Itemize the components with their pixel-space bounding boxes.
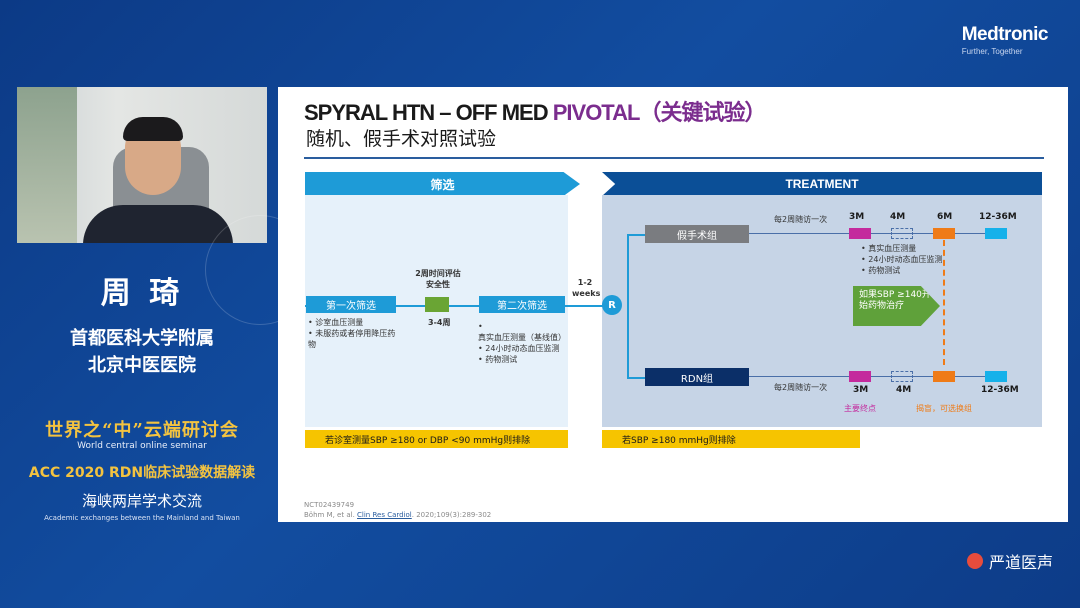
milestone-6m — [933, 371, 955, 382]
first-screen-box: 第一次筛选 — [306, 296, 396, 313]
branch-bottom — [627, 377, 645, 379]
title-divider — [304, 157, 1044, 159]
yandao-logo: 严道医声 — [966, 549, 1053, 573]
followup-note-sham: 每2周随访一次 — [774, 215, 828, 224]
randomization-icon: R — [602, 295, 622, 315]
unblind-note: 揭盲，可选换组 — [916, 404, 972, 413]
sham-items: • 真实血压测量 • 24小时动态血压监测 • 药物测试 — [861, 244, 943, 275]
milestone-4m — [891, 228, 913, 239]
speaker-affiliation: 首都医科大学附属 北京中医医院 — [70, 328, 214, 376]
milestone-label: 3M — [853, 385, 869, 395]
milestone-label: 4M — [890, 212, 906, 222]
milestone-label: 12-36M — [979, 212, 1017, 222]
speaker-name: 周 琦 — [100, 276, 184, 311]
slide-title: SPYRAL HTN – OFF MED PIVOTAL（关键试验） — [304, 100, 766, 125]
second-screen-box: 第二次筛选 — [479, 296, 565, 313]
primary-endpoint: 主要终点 — [844, 404, 876, 413]
milestone-4m — [891, 371, 913, 382]
seminar-topic: ACC 2020 RDN临床试验数据解读 — [28, 465, 256, 481]
seminar-title: 世界之“中”云端研讨会 — [45, 420, 239, 441]
milestone-12-36m — [985, 228, 1007, 239]
two-week-eval: 2周时间评估安全性 — [415, 269, 461, 289]
medtronic-logo: Medtronic Further, Together — [961, 24, 1049, 56]
flow-line — [305, 305, 612, 307]
presentation-slide: SPYRAL HTN – OFF MED PIVOTAL（关键试验） 随机、假手… — [278, 87, 1068, 522]
exclusion-left: 若诊室测量SBP ≥180 or DBP <90 mmHg则排除 — [305, 430, 568, 448]
treatment-header: TREATMENT — [602, 172, 1042, 196]
screening-header: 筛选 — [305, 172, 580, 196]
followup-note-rdn: 每2周随访一次 — [774, 383, 828, 392]
milestone-label: 3M — [849, 212, 865, 222]
milestone-label: 12-36M — [981, 385, 1019, 395]
rdn-timeline — [749, 376, 1007, 377]
crossover-arrow: 如果SBP ≥140开始药物治疗 — [853, 286, 940, 326]
safety-eval-box — [425, 297, 449, 312]
reference: NCT02439749 Böhm M, et al. Clin Res Card… — [304, 501, 492, 519]
second-screen-items: • 真实血压测量（基线值） • 24小时动态血压监测 • 药物测试 — [478, 322, 566, 364]
sham-group-box: 假手术组 — [645, 225, 749, 243]
rdn-group-box: RDN组 — [645, 368, 749, 386]
journal-link[interactable]: Clin Res Cardiol — [357, 511, 412, 519]
exchange-title-en: Academic exchanges between the Mainland … — [44, 514, 240, 522]
crossover-dashed-line — [943, 240, 945, 365]
milestone-label: 4M — [896, 385, 912, 395]
milestone-6m — [933, 228, 955, 239]
exclusion-right: 若SBP ≥180 mmHg则排除 — [602, 430, 860, 448]
branch-top — [627, 234, 645, 236]
milestone-label: 6M — [937, 212, 953, 222]
seminar-title-en: World central online seminar — [77, 441, 207, 451]
logo-dot-icon — [966, 553, 983, 569]
exchange-title: 海峡两岸学术交流 — [81, 492, 202, 510]
branch-line — [627, 235, 629, 378]
duration-label: 3-4周 — [428, 318, 451, 327]
milestone-3m — [849, 228, 871, 239]
sham-timeline — [749, 233, 1007, 234]
first-screen-items: • 诊室血压测量 • 未服药或者停用降压药物 — [308, 318, 396, 349]
slide-subtitle: 随机、假手术对照试验 — [306, 128, 497, 150]
speaker-video — [17, 87, 267, 243]
milestone-12-36m — [985, 371, 1007, 382]
milestone-3m — [849, 371, 871, 382]
